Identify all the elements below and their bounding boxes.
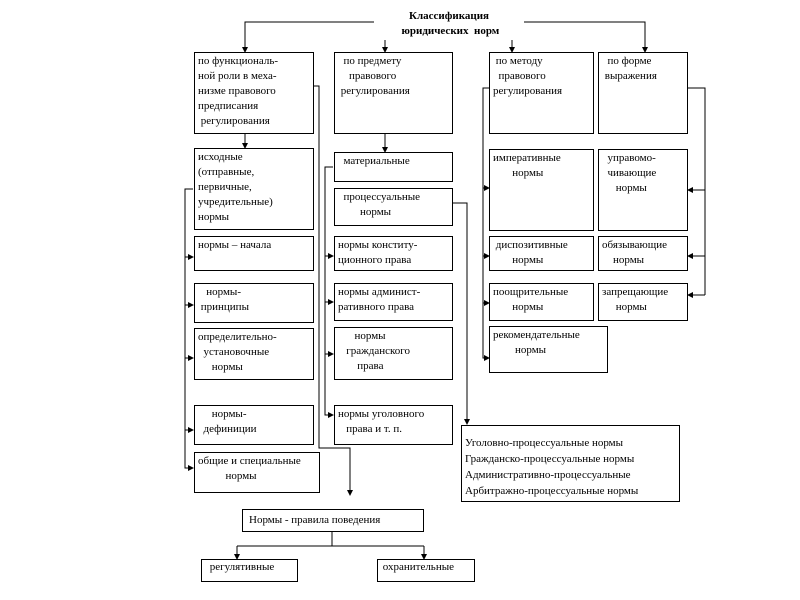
item-protective-norms: охранительные: [377, 559, 475, 582]
item-definitive-norms: определительно- установочные нормы: [194, 328, 314, 380]
item-norms-principles: нормы- принципы: [194, 283, 314, 323]
header-form-expression: по форме выражения: [598, 52, 688, 134]
item-norms-definitions: нормы- дефиниции: [194, 405, 314, 445]
item-obliging-norms: обязывающие нормы: [598, 236, 688, 271]
item-empowering-norms: управомо- чивающие нормы: [598, 149, 688, 231]
item-constitutional-law-norms: нормы конститу- ционного права: [334, 236, 453, 271]
diagram-title: Классификация юридических норм: [374, 9, 524, 39]
behavior-rules-header: Нормы - правила поведения: [242, 509, 424, 532]
item-administrative-law-norms: нормы админист- ративного права: [334, 283, 453, 321]
item-civil-law-norms: нормы гражданского права: [334, 327, 453, 380]
item-norms-beginnings: нормы – начала: [194, 236, 314, 271]
item-recommendatory-norms: рекомендательные нормы: [489, 326, 608, 373]
item-prohibiting-norms: запрещающие нормы: [598, 283, 688, 321]
item-criminal-law-norms: нормы уголовного права и т. п.: [334, 405, 453, 445]
header-method-regulation: по методу правового регулирования: [489, 52, 594, 134]
item-procedural-norms: процессуальные нормы: [334, 188, 453, 226]
header-functional-role: по функциональ- ной роли в меха- низме п…: [194, 52, 314, 134]
item-material-norms: материальные: [334, 152, 453, 182]
header-subject-regulation: по предмету правового регулирования: [334, 52, 453, 134]
item-general-special-norms: общие и специальные нормы: [194, 452, 320, 493]
item-regulatory-norms: регулятивные: [201, 559, 298, 582]
item-initial-norms: исходные (отправные, первичные, учредите…: [194, 148, 314, 230]
item-imperative-norms: императивные нормы: [489, 149, 594, 231]
procedural-norms-list: Уголовно-процессуальные нормы Гражданско…: [461, 425, 680, 502]
item-dispositive-norms: диспозитивные нормы: [489, 236, 594, 271]
item-incentive-norms: поощрительные нормы: [489, 283, 594, 321]
